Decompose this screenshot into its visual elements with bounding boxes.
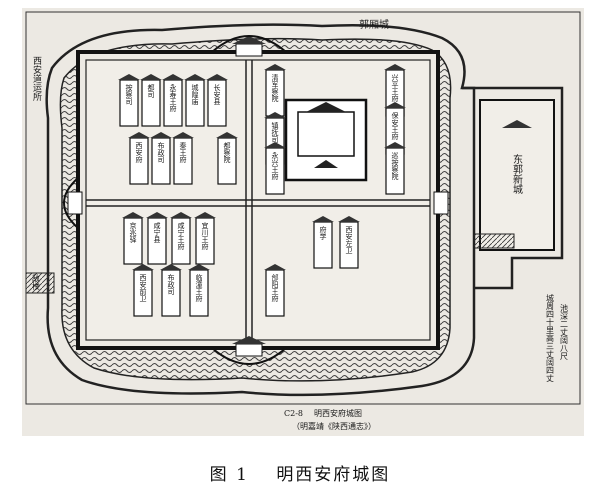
building-label: 清军察院 bbox=[271, 73, 279, 103]
building-b19: 宜川王府 bbox=[194, 212, 216, 265]
building-label: 镇抚司 bbox=[271, 121, 279, 143]
building-b15: 巡按察院 bbox=[384, 142, 406, 195]
building-label: 秦王府 bbox=[179, 141, 187, 164]
building-label: 咸宁县 bbox=[153, 221, 161, 244]
building-label: 布政司 bbox=[167, 273, 175, 295]
road-hatch bbox=[25, 272, 55, 294]
building-label: 保安王府 bbox=[391, 111, 399, 141]
building-label: 临潼王府 bbox=[195, 273, 203, 303]
building-label: 兴平王府 bbox=[391, 73, 399, 103]
east-suburb bbox=[462, 86, 564, 290]
qin-palace-compound bbox=[284, 98, 368, 182]
building-b10: 清军察院 bbox=[264, 64, 286, 117]
building-b24: 府学 bbox=[312, 216, 334, 269]
south-barbican bbox=[211, 347, 287, 365]
map-figure: 按察司都司永寿王府城隍庙长安县西安府布政司秦王府都察院清军察院镇抚司永兴王府兴平… bbox=[22, 8, 584, 436]
building-b22: 临潼王府 bbox=[188, 264, 210, 317]
building-b20: 西安前卫 bbox=[132, 264, 154, 317]
building-b9: 都察院 bbox=[216, 132, 238, 185]
building-label: 府学 bbox=[319, 225, 327, 240]
figure-caption: 图 1 明西安府城图 bbox=[0, 460, 600, 485]
building-label: 宜川王府 bbox=[201, 221, 209, 251]
building-b3: 永寿王府 bbox=[162, 74, 184, 127]
left-bottom-label: 敌楼 bbox=[32, 273, 41, 291]
plate-title: 明西安府城图 bbox=[314, 408, 362, 418]
building-label: 城隍庙 bbox=[191, 84, 199, 106]
figure-title: 明西安府城图 bbox=[276, 465, 391, 485]
building-label: 永兴王府 bbox=[271, 151, 279, 181]
building-label: 都司 bbox=[147, 84, 155, 98]
building-b12: 永兴王府 bbox=[264, 142, 286, 195]
building-label: 都察院 bbox=[223, 142, 231, 164]
building-label: 西安前卫 bbox=[139, 274, 147, 302]
building-label: 永寿王府 bbox=[169, 83, 177, 113]
right-note-2: 城周四十里高三丈阔四丈 bbox=[546, 294, 555, 383]
building-label: 按察司 bbox=[125, 83, 133, 105]
building-b18: 咸宁王府 bbox=[170, 212, 192, 265]
building-b7: 布政司 bbox=[150, 132, 172, 185]
city-map-drawing: 按察司都司永寿王府城隍庙长安县西安府布政司秦王府都察院清军察院镇抚司永兴王府兴平… bbox=[25, 11, 581, 431]
building-b1: 按察司 bbox=[118, 74, 140, 127]
building-b6: 西安府 bbox=[128, 132, 150, 185]
building-label: 郃阳王府 bbox=[271, 273, 279, 303]
right-note-1: 池深二丈阔八尺 bbox=[560, 303, 569, 361]
source-note: （明嘉靖《陕西通志》） bbox=[292, 421, 376, 431]
suburb-wall bbox=[45, 23, 476, 397]
plate-number: C2-8 bbox=[284, 409, 303, 418]
left-top-label: 西安道运所 bbox=[31, 56, 42, 102]
east-suburb-title: 东郭新城 bbox=[511, 153, 523, 195]
buildings-layer: 按察司都司永寿王府城隍庙长安县西安府布政司秦王府都察院清军察院镇抚司永兴王府兴平… bbox=[118, 64, 406, 317]
building-label: 巡按察院 bbox=[391, 151, 399, 181]
building-b2: 都司 bbox=[140, 74, 162, 127]
figure-number: 图 1 bbox=[209, 465, 249, 485]
building-label: 西安府 bbox=[135, 142, 143, 164]
building-b17: 咸宁县 bbox=[146, 212, 168, 265]
building-b23: 郃阳王府 bbox=[264, 264, 286, 317]
building-label: 京兆驿 bbox=[129, 221, 137, 244]
building-label: 长安县 bbox=[213, 83, 221, 106]
building-label: 咸宁王府 bbox=[177, 221, 185, 251]
west-barbican bbox=[63, 177, 79, 229]
building-b4: 城隍庙 bbox=[184, 74, 206, 127]
building-label: 布政司 bbox=[157, 141, 165, 163]
east-gate bbox=[433, 191, 449, 215]
outer-frame bbox=[25, 11, 581, 405]
building-b8: 秦王府 bbox=[172, 132, 194, 185]
building-b25: 西安左卫 bbox=[338, 216, 360, 269]
road-hatch-right bbox=[473, 233, 515, 249]
building-b21: 布政司 bbox=[160, 264, 182, 317]
top-label: 郭厢城 bbox=[359, 18, 389, 31]
north-barbican bbox=[211, 35, 287, 53]
building-b5: 长安县 bbox=[206, 74, 228, 127]
building-label: 西安左卫 bbox=[345, 226, 353, 254]
south-gate bbox=[232, 336, 266, 357]
west-gate bbox=[67, 191, 83, 215]
north-gate bbox=[232, 36, 266, 57]
building-b16: 京兆驿 bbox=[122, 212, 144, 265]
